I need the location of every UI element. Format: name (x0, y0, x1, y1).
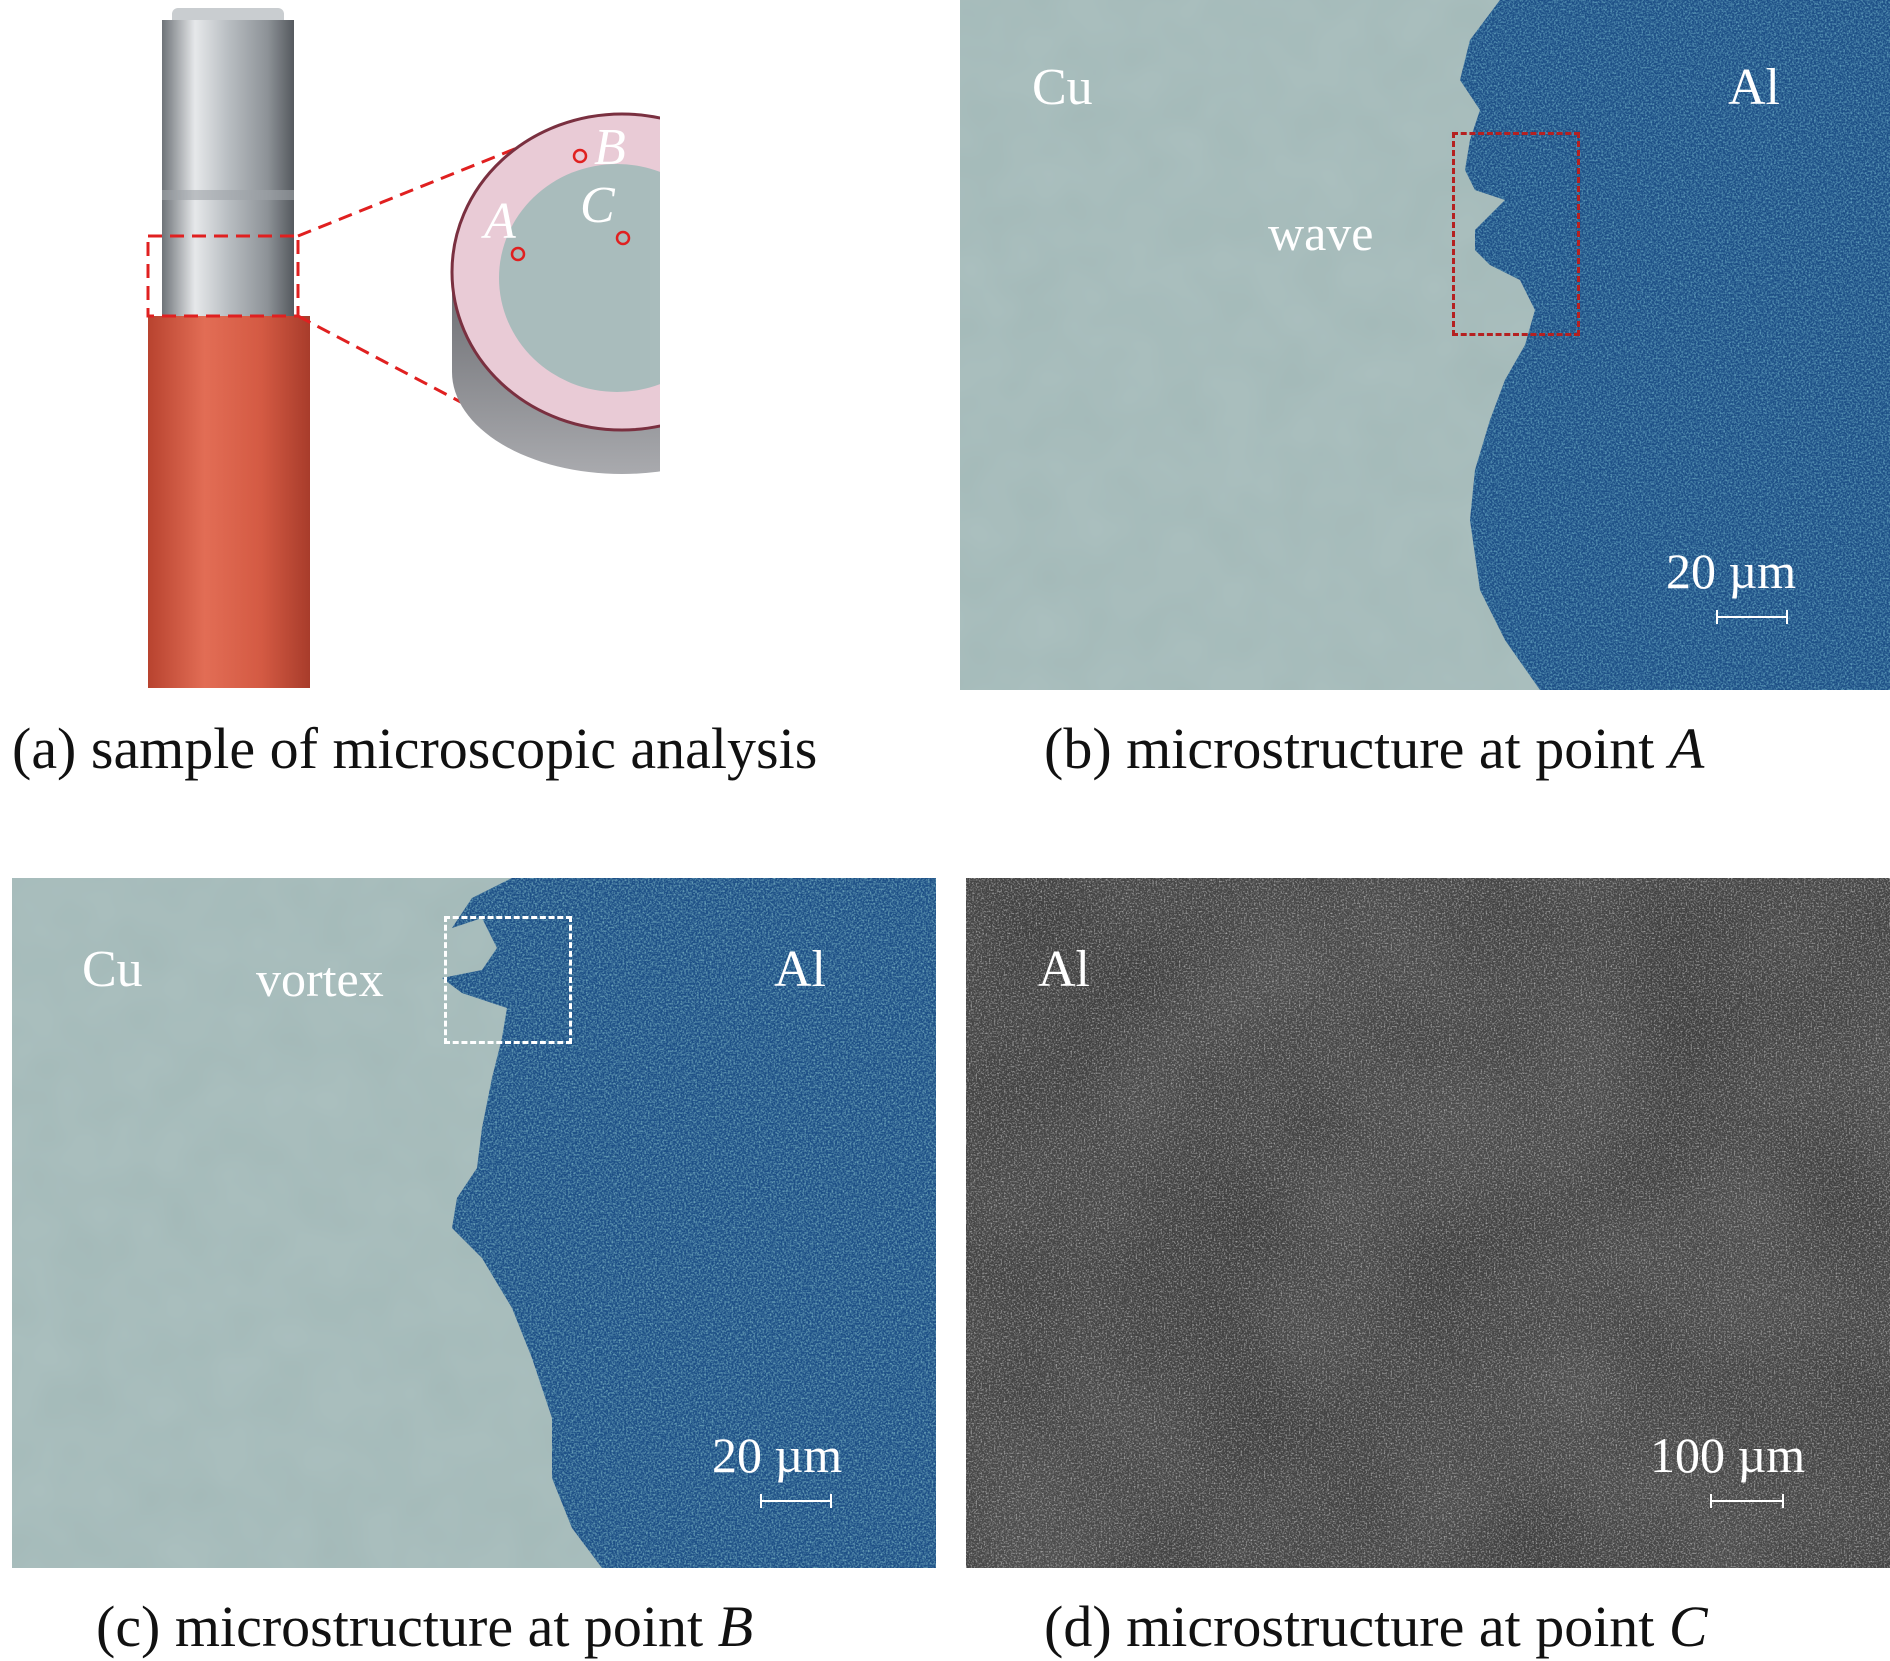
scale-bar-c (760, 1494, 832, 1508)
scale-text-c: 20 µm (712, 1427, 843, 1483)
label-al-c: Al (774, 941, 826, 998)
cable (148, 316, 310, 688)
label-vortex: vortex (256, 951, 384, 1007)
panel-c-micrograph: Cu vortex Al 20 µm (12, 878, 936, 1568)
sample-illustration (146, 8, 660, 688)
selection-box (146, 234, 300, 318)
point-c-label: C (580, 177, 615, 234)
caption-c-point: B (717, 1594, 754, 1659)
vortex-box (444, 916, 572, 1044)
scale-bar-d (1710, 1494, 1784, 1508)
label-wave: wave (1268, 205, 1374, 261)
caption-c-text: (c) microstructure at point (96, 1594, 718, 1659)
point-a-marker (510, 246, 526, 262)
projection-line-top (297, 132, 553, 238)
caption-a: (a) sample of microscopic analysis (12, 716, 818, 781)
scale-text-d: 100 µm (1650, 1427, 1806, 1483)
point-b-label: B (594, 119, 626, 176)
label-cu-c: Cu (82, 941, 143, 998)
wave-box (1452, 132, 1580, 336)
caption-b-text: (b) microstructure at point (1044, 716, 1669, 781)
point-a-label: A (484, 193, 516, 250)
caption-d: (d) microstructure at point C (1044, 1598, 1708, 1656)
scale-text-b: 20 µm (1666, 543, 1797, 599)
label-cu-b: Cu (1032, 59, 1093, 116)
disc-core (499, 164, 660, 392)
caption-d-point: C (1668, 1594, 1708, 1659)
label-al-d: Al (1038, 941, 1090, 998)
point-b-marker (572, 148, 588, 164)
caption-c: (c) microstructure at point B (96, 1598, 753, 1656)
micrograph-b (960, 0, 1890, 690)
panel-d-micrograph: Al 100 µm (966, 878, 1890, 1568)
caption-b-point: A (1668, 716, 1705, 781)
micrograph-c (12, 878, 936, 1568)
label-al-b: Al (1728, 59, 1780, 116)
terminal-band (162, 190, 294, 200)
panel-a-sample-photo: A B C (100, 0, 660, 695)
micrograph-d (966, 878, 1890, 1568)
panel-b-micrograph: Cu Al wave 20 µm (960, 0, 1890, 690)
caption-d-text: (d) microstructure at point (1044, 1594, 1669, 1659)
projection-line-bottom (297, 314, 579, 466)
point-c-marker (615, 230, 631, 246)
caption-b: (b) microstructure at point A (1044, 720, 1704, 778)
terminal-body (162, 20, 294, 316)
scale-bar-b (1716, 610, 1788, 624)
